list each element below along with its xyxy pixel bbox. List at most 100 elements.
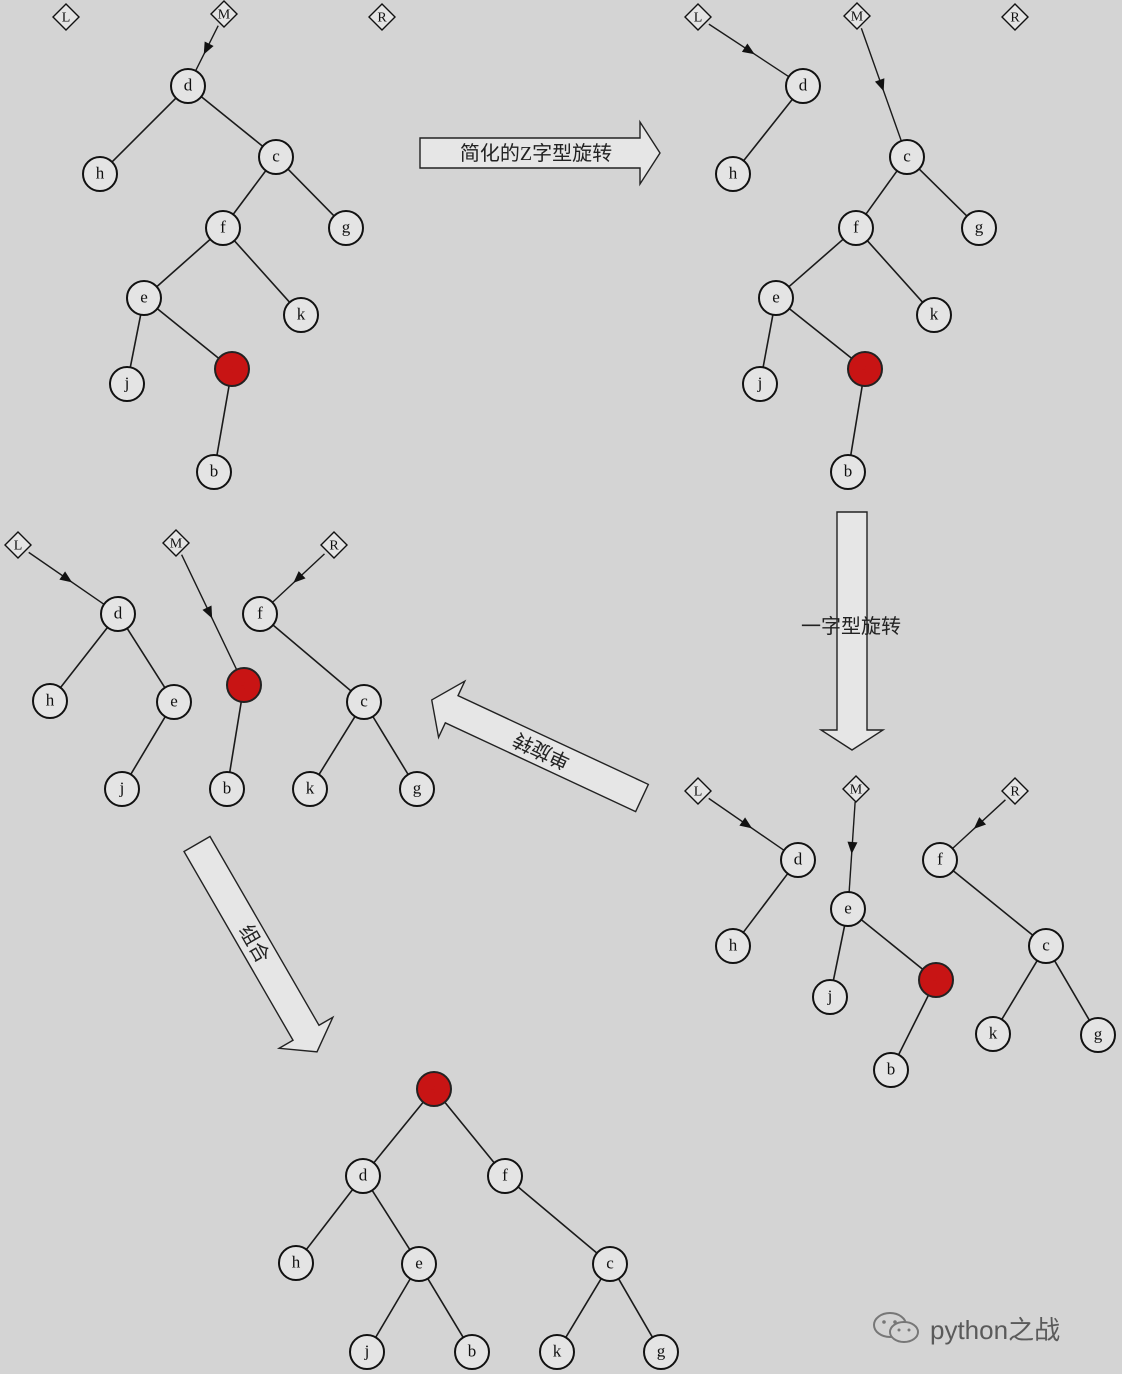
tree-node-initial-h: h [82, 156, 118, 192]
tree-node-after_zig-g: g [1080, 1017, 1116, 1053]
node-label: d [359, 1166, 368, 1185]
tree-node-after_single-e: e [156, 684, 192, 720]
tree-node-after_single-a: a [226, 667, 262, 703]
pointer-label-R: R [377, 11, 387, 26]
edge-initial-f-k [233, 240, 291, 303]
pointer-initial-R: R [368, 3, 396, 31]
node-label: d [184, 76, 193, 95]
tree-node-final-d: d [345, 1158, 381, 1194]
pointer-label-M: M [850, 783, 863, 798]
tree-node-initial-d: d [170, 68, 206, 104]
node-label: h [729, 936, 738, 955]
tree-node-after_single-c: c [346, 684, 382, 720]
tree-node-initial-a: a [214, 351, 250, 387]
node-label: c [272, 147, 280, 166]
node-label: c [903, 147, 911, 166]
tree-node-final-a: a [416, 1071, 452, 1107]
arrow-single-rotation: 单旋转 [430, 679, 650, 813]
tree-node-after_single-f: f [242, 596, 278, 632]
node-label: d [799, 76, 808, 95]
edge-after_single-c-k [318, 716, 356, 775]
pointer-initial-L: L [52, 3, 80, 31]
node-label: c [1042, 936, 1050, 955]
tree-node-after_zigzag-e: e [758, 280, 794, 316]
tree-node-final-k: k [539, 1334, 575, 1370]
node-label: d [794, 850, 803, 869]
edge-after_zig-c-g [1053, 960, 1091, 1021]
edge-after_zig-c-k [1001, 960, 1038, 1020]
node-label: k [553, 1342, 562, 1361]
edge-final-c-k [565, 1278, 602, 1338]
watermark-text: python之战 [930, 1314, 1061, 1345]
edge-after_single-e-j [130, 716, 166, 775]
edge-after_zigzag-e-j [762, 314, 774, 368]
pointer-label-L: L [694, 785, 703, 800]
node-label: b [210, 462, 219, 481]
arrow-simplified-zigzag-label: 简化的Z字型旋转 [460, 142, 612, 165]
wechat-icon [873, 1312, 919, 1343]
tree-node-after_single-j: j [104, 771, 140, 807]
node-label: j [757, 374, 763, 393]
node-label: f [220, 218, 226, 237]
tree-node-after_zig-c: c [1028, 928, 1064, 964]
node-label: f [502, 1166, 508, 1185]
watermark: python之战 [870, 1306, 1060, 1350]
edge-after_zig-e-a [860, 919, 924, 970]
tree-node-after_zig-h: h [715, 928, 751, 964]
edge-initial-d-c [200, 96, 264, 147]
tree-node-initial-b: b [196, 454, 232, 490]
node-label: j [364, 1342, 370, 1361]
node-label: b [844, 462, 853, 481]
arrow-combine: 组合 [183, 835, 335, 1053]
node-label: h [729, 164, 738, 183]
tree-node-after_zig-j: j [812, 979, 848, 1015]
edge-after_single-d-h [59, 626, 109, 689]
node-label: c [360, 692, 368, 711]
tree-node-after_zigzag-a: a [847, 351, 883, 387]
tree-node-final-f: f [487, 1158, 523, 1194]
tree-node-after_zig-e: e [830, 891, 866, 927]
tree-node-after_zig-d: d [780, 842, 816, 878]
tree-node-final-j: j [349, 1334, 385, 1370]
edge-initial-e-a [156, 308, 220, 359]
tree-node-final-e: e [401, 1246, 437, 1282]
edge-final-e-j [374, 1278, 412, 1338]
pointer-after_zig-R: R [952, 777, 1029, 850]
edge-final-c-g [617, 1278, 654, 1338]
pointer-initial-M: M [194, 0, 238, 72]
tree-node-after_zigzag-c: c [889, 139, 925, 175]
tree-node-after_zig-k: k [975, 1016, 1011, 1052]
tree-node-initial-c: c [258, 139, 294, 175]
node-label: b [887, 1060, 896, 1079]
node-label: e [170, 692, 178, 711]
node-label: h [96, 164, 105, 183]
tree-node-after_zigzag-k: k [916, 297, 952, 333]
pointer-label-M: M [851, 10, 864, 25]
edge-after_zig-f-c [952, 870, 1034, 936]
node-label: j [124, 374, 130, 393]
pointer-label-R: R [1010, 785, 1020, 800]
edge-after_single-c-g [372, 716, 409, 775]
edge-after_single-d-e [126, 627, 166, 689]
node-label: k [297, 305, 306, 324]
tree-node-after_single-d: d [100, 596, 136, 632]
node-label: j [827, 987, 833, 1006]
node-label: g [1094, 1025, 1103, 1044]
tree-node-after_zigzag-d: d [785, 68, 821, 104]
pointer-label-M: M [218, 8, 231, 23]
pointer-after_single-R: R [271, 531, 348, 603]
edge-final-e-b [427, 1278, 464, 1338]
tree-node-final-h: h [278, 1245, 314, 1281]
node-label: a [430, 1079, 438, 1098]
pointer-after_zigzag-M: M [843, 2, 902, 142]
edge-final-d-h [305, 1188, 354, 1251]
pointer-label-L: L [62, 11, 71, 26]
edge-after_zigzag-d-h [742, 98, 794, 162]
node-label: e [844, 899, 852, 918]
edge-after_zig-a-b [897, 994, 930, 1056]
tree-node-final-c: c [592, 1246, 628, 1282]
edge-after_zig-e-j [832, 925, 846, 981]
edge-after_zigzag-a-b [849, 385, 864, 456]
arrow-zig-rotation: 一字型旋转 [801, 511, 901, 751]
